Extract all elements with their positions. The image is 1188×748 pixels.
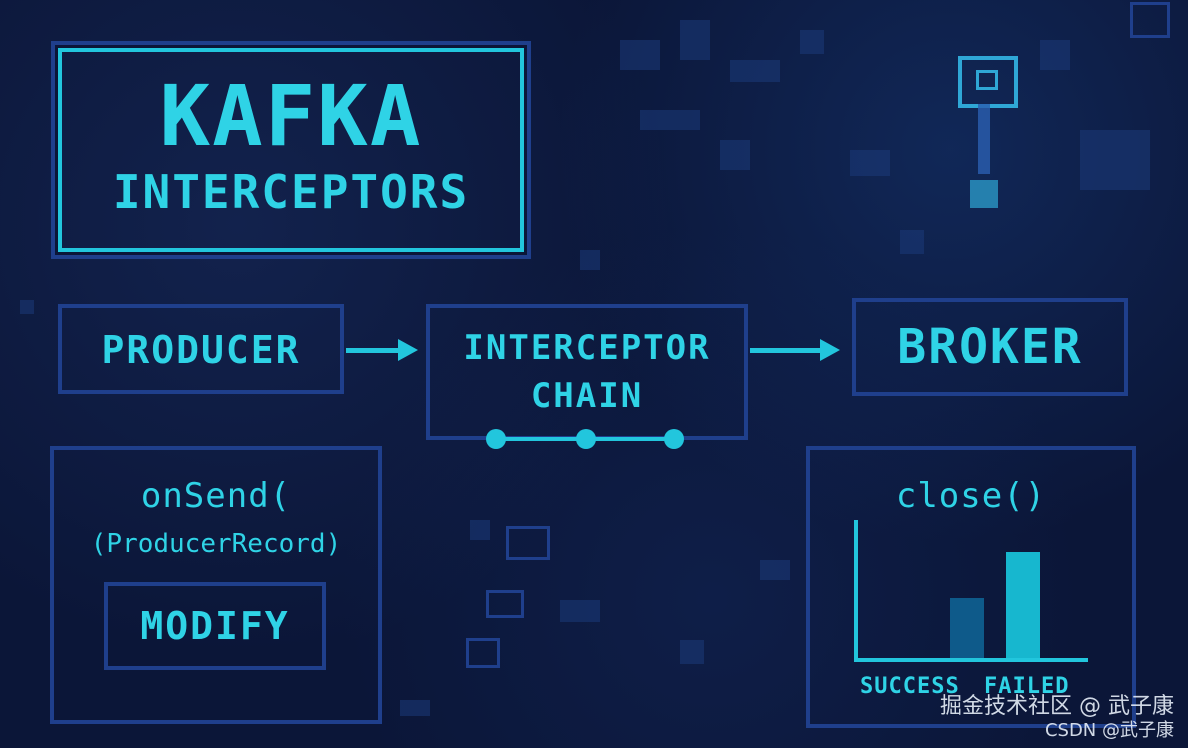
- bar-label-failed: FAILED: [984, 674, 1070, 699]
- chart-x-axis: [854, 658, 1088, 662]
- interceptor-chain-box: [426, 304, 748, 440]
- on-send-param: (ProducerRecord): [90, 529, 342, 559]
- watermark: 掘金技术社区 @ 武子康 CSDN @武子康: [940, 694, 1174, 742]
- title-interceptors: INTERCEPTORS: [112, 165, 470, 219]
- title-frame: [58, 48, 524, 252]
- modify-box: [104, 582, 326, 670]
- bar-failed: [1006, 552, 1040, 658]
- watermark-line1: 掘金技术社区 @ 武子康: [940, 694, 1174, 719]
- broker-label: BROKER: [897, 319, 1083, 375]
- title-kafka: KAFKA: [159, 67, 423, 165]
- close-panel: [806, 446, 1136, 728]
- producer-box: [58, 304, 344, 394]
- chart-y-axis: [854, 520, 858, 662]
- producer-label: PRODUCER: [101, 328, 301, 372]
- on-send-method: onSend(: [140, 476, 292, 516]
- bar-label-success: SUCCESS: [860, 674, 960, 699]
- on-send-panel: [50, 446, 382, 724]
- chain-label-line1: INTERCEPTOR: [463, 328, 711, 368]
- close-method: close(): [895, 476, 1047, 516]
- modify-label: MODIFY: [140, 604, 290, 648]
- watermark-line2: CSDN @武子康: [1044, 720, 1174, 741]
- chain-label-line2: CHAIN: [530, 376, 644, 416]
- broker-box: [852, 298, 1128, 396]
- bar-success: [950, 598, 984, 658]
